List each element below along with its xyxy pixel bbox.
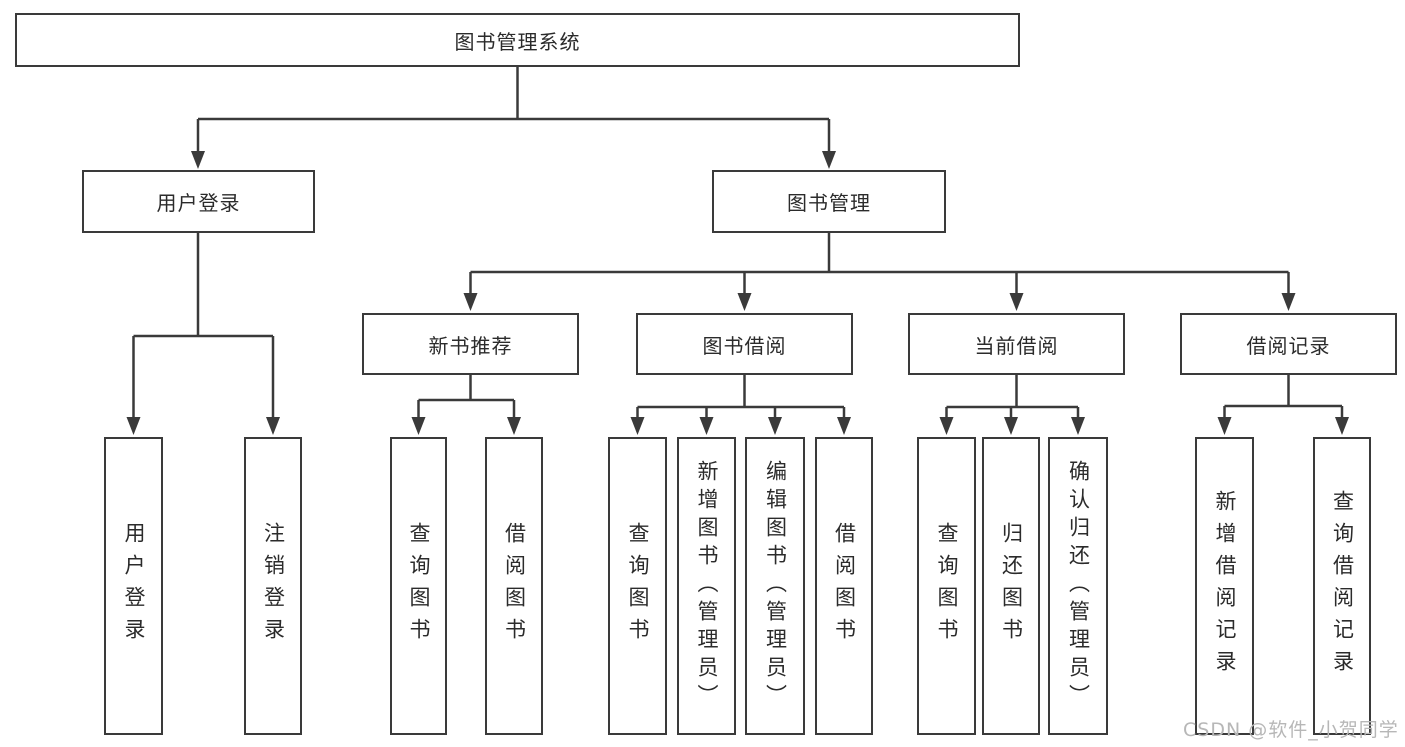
node-borrowing-records: 借阅记录 (1180, 313, 1397, 375)
arrow-down-icon (266, 417, 280, 435)
node-borrow-book: 借阅图书 (815, 437, 873, 735)
node-query-borrow-record-label: 查询借阅记录 (1330, 490, 1355, 682)
node-book-management-system-label: 图书管理系统 (454, 29, 581, 54)
node-edit-book-admin: 编辑图书（管理员） (745, 437, 805, 735)
node-add-book-admin-label: 新增图书（管理员） (695, 460, 719, 712)
node-confirm-return-admin: 确认归还（管理员） (1048, 437, 1108, 735)
arrow-down-icon (1281, 293, 1296, 311)
node-new-book-recommendation: 新书推荐 (362, 313, 579, 375)
node-user-login-action-label: 用户登录 (122, 522, 146, 650)
arrow-down-icon (699, 417, 714, 435)
arrow-down-icon (822, 151, 836, 169)
arrow-down-icon (1335, 417, 1349, 435)
node-query-books-borrow: 查询图书 (608, 437, 667, 735)
node-query-borrow-record: 查询借阅记录 (1313, 437, 1371, 735)
node-borrow-book-label: 借阅图书 (832, 522, 857, 650)
arrow-down-icon (126, 417, 141, 435)
node-confirm-return-admin-label: 确认归还（管理员） (1066, 460, 1091, 712)
arrow-down-icon (191, 151, 205, 169)
arrow-down-icon (1004, 417, 1018, 435)
node-book-management-label: 图书管理 (787, 191, 871, 215)
node-query-books-recommend: 查询图书 (390, 437, 447, 735)
node-query-books-recommend-label: 查询图书 (407, 522, 431, 650)
arrow-down-icon (1009, 293, 1024, 311)
watermark: CSDN @软件_小贺同学 (1183, 719, 1399, 741)
node-book-borrowing-label: 图书借阅 (702, 333, 787, 358)
arrow-down-icon (630, 417, 645, 435)
node-user-login-action: 用户登录 (104, 437, 163, 735)
node-query-books-borrow-label: 查询图书 (626, 522, 650, 650)
node-borrowing-records-label: 借阅记录 (1246, 333, 1331, 358)
node-borrow-book-recommend: 借阅图书 (485, 437, 543, 735)
node-add-borrow-record-label: 新增借阅记录 (1213, 490, 1237, 682)
node-current-borrowing: 当前借阅 (908, 313, 1125, 375)
node-logout: 注销登录 (244, 437, 302, 735)
node-return-book: 归还图书 (982, 437, 1040, 735)
node-query-books-current-label: 查询图书 (935, 522, 959, 650)
node-logout-label: 注销登录 (261, 522, 286, 650)
node-book-management: 图书管理 (712, 170, 946, 233)
arrow-down-icon (1217, 417, 1232, 435)
node-book-borrowing: 图书借阅 (636, 313, 853, 375)
arrow-down-icon (837, 417, 851, 435)
arrow-down-icon (1071, 417, 1085, 435)
arrow-down-icon (411, 417, 426, 435)
node-return-book-label: 归还图书 (999, 522, 1024, 650)
node-borrow-book-recommend-label: 借阅图书 (502, 522, 527, 650)
node-add-book-admin: 新增图书（管理员） (677, 437, 736, 735)
node-add-borrow-record: 新增借阅记录 (1195, 437, 1254, 735)
arrow-down-icon (939, 417, 954, 435)
node-new-book-recommendation-label: 新书推荐 (428, 333, 513, 358)
arrow-down-icon (768, 417, 782, 435)
node-user-login-label: 用户登录 (156, 191, 241, 215)
arrow-down-icon (507, 417, 521, 435)
node-user-login: 用户登录 (82, 170, 315, 233)
node-book-management-system: 图书管理系统 (15, 13, 1020, 67)
node-current-borrowing-label: 当前借阅 (974, 333, 1059, 358)
node-edit-book-admin-label: 编辑图书（管理员） (763, 460, 788, 712)
arrow-down-icon (463, 293, 478, 311)
arrow-down-icon (737, 293, 752, 311)
node-query-books-current: 查询图书 (917, 437, 976, 735)
